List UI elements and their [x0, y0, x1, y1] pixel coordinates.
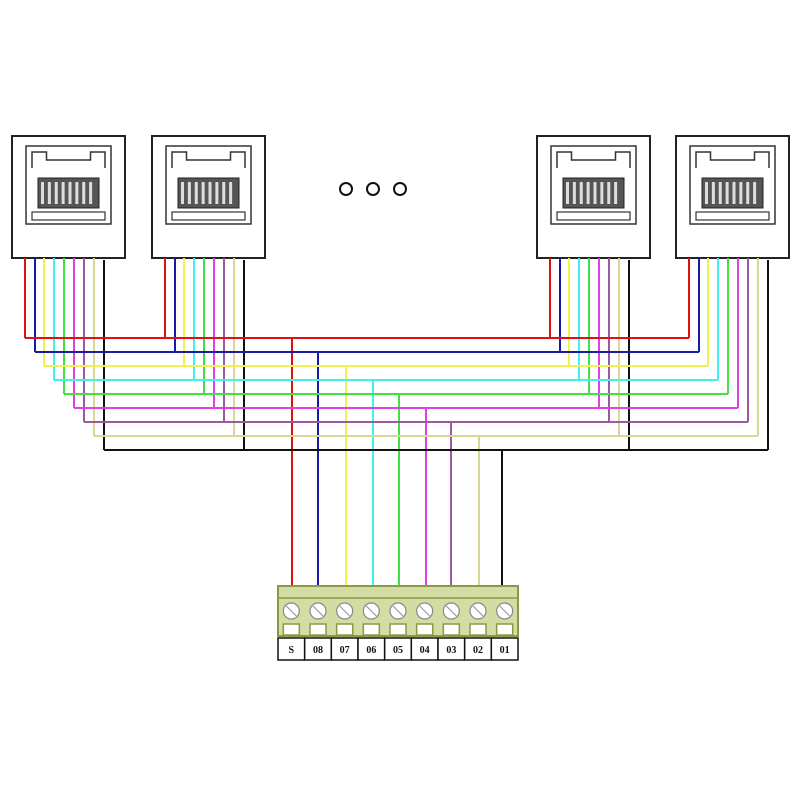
rj45-connectors	[11, 135, 790, 266]
terminal-clamp	[442, 623, 461, 636]
jack-contact	[194, 182, 198, 204]
terminal-clamp	[362, 623, 381, 636]
jack-contact	[593, 182, 597, 204]
ellipsis-dot-icon	[366, 182, 380, 196]
wires	[24, 260, 769, 586]
jack-base	[171, 211, 246, 221]
jack-contact	[181, 182, 184, 204]
jack-contact	[739, 182, 743, 204]
jack-outline	[550, 145, 637, 225]
jack-contact	[61, 182, 65, 204]
jack-contact	[222, 182, 226, 204]
jack-contact	[82, 182, 86, 204]
jack-contact	[89, 182, 93, 204]
jack-latch	[556, 151, 631, 168]
terminal-clamp	[309, 623, 327, 636]
jack-contact	[705, 182, 708, 204]
screw-slot	[419, 605, 431, 617]
jack-contact	[54, 182, 58, 204]
terminal-label: 08	[313, 645, 323, 656]
jack-contact	[68, 182, 72, 204]
terminal-label-cell	[490, 637, 519, 661]
terminal-label: S	[289, 645, 295, 656]
jack-contact	[711, 182, 715, 204]
screw-slot	[392, 605, 404, 617]
jack-contact	[718, 182, 722, 204]
terminal-clamp	[415, 623, 434, 636]
ellipsis-dot-icon	[393, 182, 407, 196]
jack-contact	[215, 182, 219, 204]
screw-slot	[312, 605, 324, 617]
terminal-label: 01	[500, 645, 510, 656]
screw-slot	[445, 605, 457, 617]
jack-contact	[725, 182, 729, 204]
jack-contact	[41, 182, 44, 204]
jack-contact	[600, 182, 604, 204]
terminal-label: 02	[473, 645, 483, 656]
jack-contact	[753, 182, 757, 204]
jack-contact	[746, 182, 750, 204]
jack-outline	[689, 145, 776, 225]
jack-base	[556, 211, 631, 221]
jack-contact	[187, 182, 191, 204]
screw-slot	[365, 605, 377, 617]
jack-latch	[31, 151, 106, 168]
jack-contact	[607, 182, 611, 204]
jack-outline	[165, 145, 252, 225]
terminal-label: 04	[420, 645, 430, 656]
screw-slot	[472, 605, 484, 617]
ellipsis-dot-icon	[339, 182, 353, 196]
jack-contact	[732, 182, 736, 204]
screw-slot	[499, 605, 511, 617]
jack-contact	[566, 182, 569, 204]
jack-contact	[579, 182, 583, 204]
jack-contact	[75, 182, 79, 204]
terminal-clamp	[389, 623, 407, 636]
jack-outline	[25, 145, 112, 225]
terminal-label: 06	[366, 645, 376, 656]
jack-base	[695, 211, 770, 221]
jack-contact	[586, 182, 590, 204]
terminal-clamp	[282, 623, 301, 636]
ellipsis-dots	[339, 182, 407, 196]
jack-latch	[695, 151, 770, 168]
jack-contact	[201, 182, 205, 204]
screw-slot	[285, 605, 297, 617]
screw-slot	[339, 605, 351, 617]
jack-contact	[208, 182, 212, 204]
jack-contact	[572, 182, 576, 204]
jack-contact	[47, 182, 51, 204]
terminal-clamp	[469, 623, 487, 636]
jack-contact	[614, 182, 618, 204]
terminal-block: S 08 07 06 05 04 03 02 01	[277, 585, 519, 661]
terminal-clamp	[495, 623, 514, 636]
terminal-clamp	[335, 623, 354, 636]
terminal-label: 07	[340, 645, 350, 656]
terminal-label: 03	[446, 645, 456, 656]
jack-base	[31, 211, 106, 221]
terminal-label: 05	[393, 645, 403, 656]
jack-latch	[171, 151, 246, 168]
jack-contact	[229, 182, 233, 204]
